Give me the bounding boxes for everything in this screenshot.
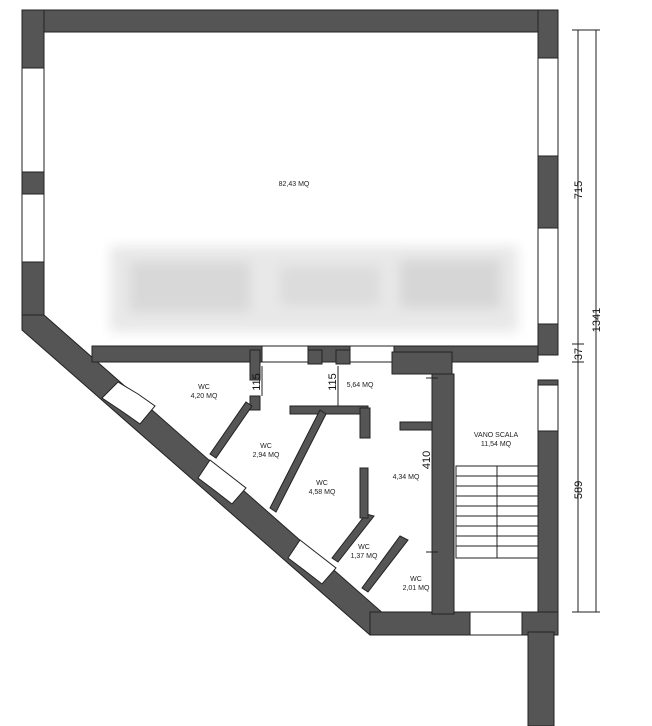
room-434-area: 4,34 MQ — [393, 474, 420, 481]
room-wc3-area: 4,58 MQ — [309, 489, 336, 496]
dim-label-115a: 115 — [251, 373, 263, 391]
room-stair-area: 11,54 MQ — [481, 441, 512, 448]
wall-stub-b — [307, 349, 323, 365]
room-wc5-name: WC — [410, 576, 422, 583]
wall-block-d — [391, 351, 453, 375]
window-diag-1 — [101, 381, 156, 425]
dim-label-37: 37 — [573, 348, 585, 360]
window-diag-2 — [197, 459, 247, 505]
room-wc1-name: WC — [198, 384, 210, 391]
staircase — [455, 465, 539, 559]
dimension-lines — [261, 29, 600, 613]
partition-4 — [361, 535, 409, 593]
window-right-1 — [537, 57, 559, 157]
partition-1 — [209, 401, 253, 459]
door-gap-2 — [349, 345, 395, 363]
wall-stub-a — [249, 349, 261, 381]
window-bottom — [469, 611, 523, 636]
room-wc5-area: 2,01 MQ — [403, 585, 430, 592]
dim-label-589: 589 — [573, 481, 585, 499]
room-wc4-area: 1,37 MQ — [351, 553, 378, 560]
room-wc2-area: 2,94 MQ — [253, 452, 280, 459]
dim-label-115b: 115 — [327, 373, 339, 391]
wall-stub-f — [399, 421, 433, 431]
wall-stub-e — [249, 395, 261, 411]
window-left-1 — [21, 67, 45, 173]
bottom-stub-wall — [527, 631, 555, 726]
partition-3 — [331, 513, 375, 563]
dim-label-715: 715 — [573, 181, 585, 199]
interior-walls — [91, 345, 539, 615]
room-wc4-name: WC — [358, 544, 370, 551]
dim-label-1341: 1341 — [591, 308, 603, 332]
window-right-2 — [537, 227, 559, 325]
room-main-area: 82,43 MQ — [279, 181, 310, 188]
window-diag-3 — [287, 539, 337, 585]
wall-h-1 — [289, 405, 369, 415]
partition-2 — [269, 409, 327, 513]
room-wc3-name: WC — [316, 480, 328, 487]
wall-v-1 — [359, 407, 371, 439]
room-564-area: 5,64 MQ — [347, 382, 374, 389]
dim-label-410: 410 — [421, 451, 433, 469]
room-stair-name: VANO SCALA — [474, 432, 519, 439]
window-right-3 — [537, 384, 559, 432]
window-left-2 — [21, 193, 45, 263]
wall-stub-c — [335, 349, 351, 365]
room-wc1-area: 4,20 MQ — [191, 393, 218, 400]
wall-v-2 — [359, 467, 369, 519]
blurred-region — [110, 246, 518, 332]
top-wall — [21, 9, 559, 33]
door-gap-1 — [261, 345, 309, 363]
room-wc2-name: WC — [260, 443, 272, 450]
stair-wall-left — [431, 373, 455, 615]
windows — [21, 57, 559, 636]
